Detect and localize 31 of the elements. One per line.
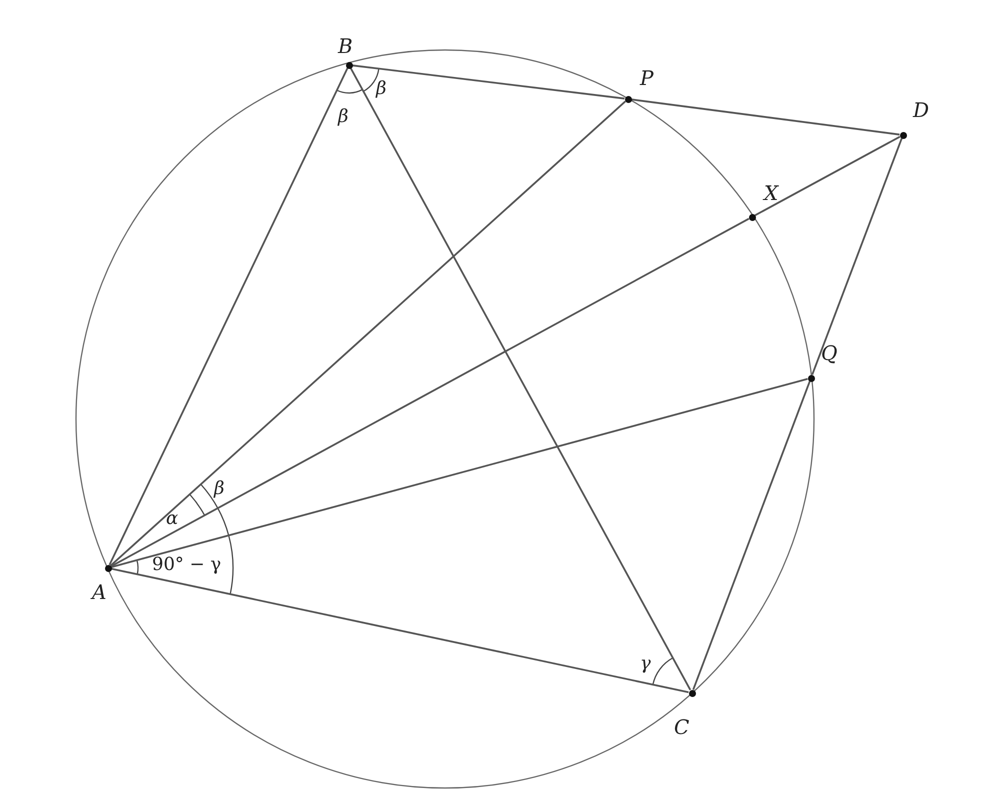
angle-label: 90° − γ xyxy=(152,556,222,574)
angle-label: β xyxy=(214,480,224,498)
line-segment xyxy=(110,100,626,566)
point-label: Q xyxy=(821,343,838,363)
line-segment xyxy=(108,68,348,566)
line-segment xyxy=(350,68,692,690)
point-dot xyxy=(346,62,352,68)
point-label: X xyxy=(764,183,778,203)
angle-label: γ xyxy=(640,655,651,673)
point-label: A xyxy=(92,582,106,602)
line-segment xyxy=(352,64,625,100)
line-segment xyxy=(110,218,750,568)
point-dot xyxy=(900,132,906,138)
line-segment xyxy=(754,136,900,216)
point-dot xyxy=(104,564,112,572)
line-segment xyxy=(631,98,900,136)
point-dot xyxy=(688,690,696,696)
point-label: C xyxy=(674,717,690,737)
point-dot xyxy=(748,214,756,220)
angle-label: β xyxy=(376,80,386,98)
point-label: B xyxy=(338,36,353,56)
point-label: P xyxy=(640,68,654,88)
point-dot xyxy=(624,96,632,102)
line-segment xyxy=(811,138,903,376)
angle-label: α xyxy=(166,510,178,528)
angle-label: β xyxy=(338,108,348,126)
point-label: D xyxy=(913,100,930,120)
point-dot xyxy=(808,374,814,382)
line-segment xyxy=(692,380,811,690)
line-segment xyxy=(111,568,689,694)
line-segment xyxy=(111,378,808,568)
